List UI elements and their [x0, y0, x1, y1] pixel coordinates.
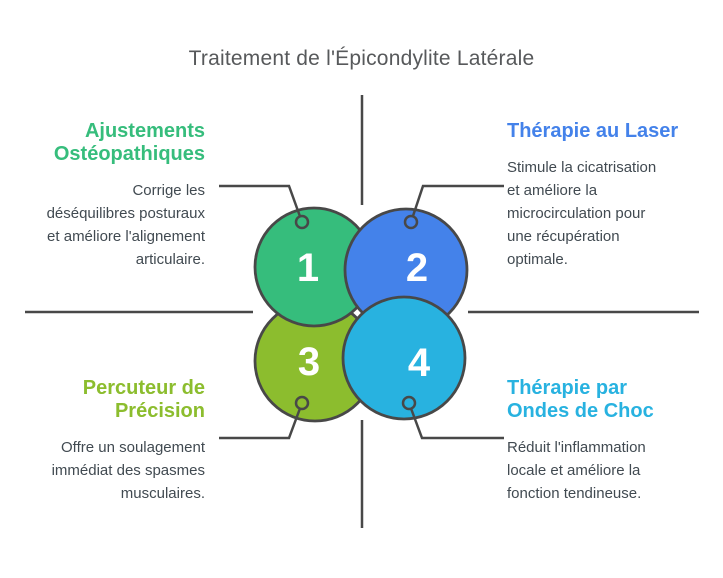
step-number-2: 2 — [406, 246, 428, 290]
connector-bottom-right — [407, 402, 504, 440]
treatment-heading-2: Thérapie au Laser — [507, 120, 679, 142]
page-title: Traitement de l'Épicondylite Latérale — [188, 47, 535, 70]
treatment-block-top-right: Thérapie au Laser Stimule la cicatrisati… — [507, 120, 695, 271]
treatment-body-4: Réduit l'inflammation locale et améliore… — [507, 439, 646, 502]
step-number-3: 3 — [298, 340, 320, 384]
treatment-body-2: Stimule la cicatrisation et améliore la … — [507, 159, 657, 268]
connector-top-right — [409, 184, 504, 223]
treatment-heading-1: Ajustements Ostéopathiques — [53, 120, 205, 165]
circle-step-4 — [341, 295, 467, 421]
anchor-ring-4 — [401, 395, 417, 411]
treatment-block-bottom-left: Percuteur de Précision Offre un soulagem… — [5, 377, 205, 505]
step-number-4: 4 — [408, 341, 431, 385]
connector-bottom-left — [219, 402, 304, 440]
treatment-heading-3: Percuteur de Précision — [82, 377, 205, 422]
step-number-1: 1 — [297, 246, 319, 290]
anchor-ring-2 — [403, 214, 419, 230]
anchor-ring-1 — [294, 214, 310, 230]
anchor-ring-3 — [294, 395, 310, 411]
treatment-heading-4: Thérapie par Ondes de Choc — [507, 377, 654, 422]
treatment-block-bottom-right: Thérapie par Ondes de Choc Réduit l'infl… — [507, 377, 695, 505]
treatment-body-3: Offre un soulagement immédiat des spasme… — [51, 439, 205, 502]
treatment-block-top-left: Ajustements Ostéopathiques Corrige les d… — [5, 120, 205, 271]
treatment-body-1: Corrige les déséquilibres posturaux et a… — [46, 182, 205, 268]
connector-top-left — [219, 184, 304, 223]
